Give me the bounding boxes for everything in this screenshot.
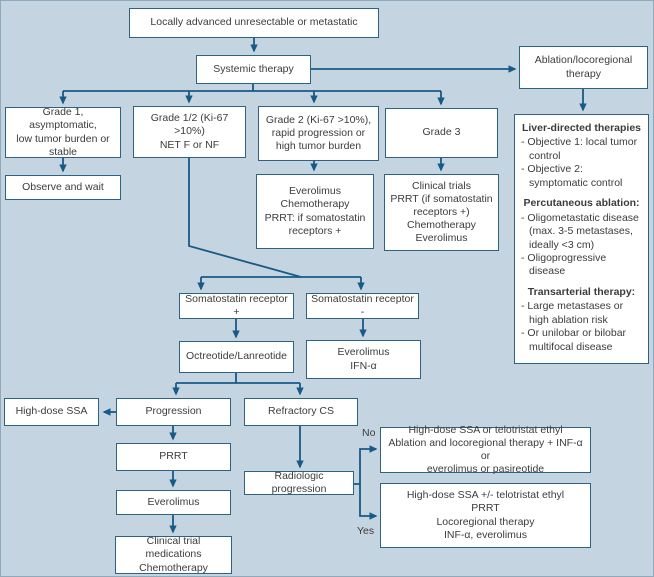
percutaneous-item-2: - Oligoprogressive disease xyxy=(521,251,607,278)
percutaneous-item-1: - Oligometastatic disease (max. 3-5 meta… xyxy=(521,211,639,251)
node-grade2-treatment: Everolimus Chemotherapy PRRT: if somatos… xyxy=(256,174,374,249)
node-grade3-treatment: Clinical trials PRRT (if somatostatin re… xyxy=(384,174,499,251)
node-somatostatin-receptor-positive: Somatostatin receptor + xyxy=(179,293,294,319)
node-grade1: Grade 1, asymptomatic, low tumor burden … xyxy=(5,106,121,158)
percutaneous-ablation-heading: Percutaneous ablation: xyxy=(523,197,640,210)
transarterial-item-1: - Large metastases or high ablation risk xyxy=(521,300,624,326)
node-observe-and-wait: Observe and wait xyxy=(5,175,121,200)
liver-directed-panel: Liver-directed therapies - Objective 1: … xyxy=(514,114,649,364)
transarterial-heading: Transarterial therapy: xyxy=(527,285,636,298)
branch-label-yes: Yes xyxy=(357,525,375,537)
node-refractory-cs: Refractory CS xyxy=(244,398,358,426)
node-grade12: Grade 1/2 (Ki-67 >10%) NET F or NF xyxy=(133,106,246,158)
liver-objective-2: - Objective 2: symptomatic control xyxy=(521,163,623,189)
node-systemic-therapy: Systemic therapy xyxy=(196,55,311,84)
node-octreotide-lanreotide: Octreotide/Lanreotide xyxy=(179,341,294,373)
node-grade3: Grade 3 xyxy=(385,108,498,158)
node-high-dose-ssa: High-dose SSA xyxy=(4,398,99,426)
node-yes-outcome: High-dose SSA +/- telotristat ethyl PRRT… xyxy=(380,483,591,548)
node-radiologic-progression: Radiologic progression xyxy=(244,470,354,495)
edge-grade12-diagonal xyxy=(188,158,302,278)
node-ablation-locoregional: Ablation/locoregional therapy xyxy=(519,46,648,89)
edge-radiologic-yes xyxy=(359,484,378,520)
node-no-outcome: High-dose SSA or telotristat ethyl Ablat… xyxy=(380,424,591,475)
node-root: Locally advanced unresectable or metasta… xyxy=(129,8,379,38)
node-clinical-trial-medications: Clinical trial medications Chemotherapy xyxy=(115,535,232,574)
node-grade2: Grade 2 (Ki-67 >10%), rapid progression … xyxy=(258,106,379,161)
transarterial-item-2: - Or unilobar or bilobar multifocal dise… xyxy=(521,327,627,353)
edge-radiologic-no xyxy=(354,445,378,485)
branch-label-no: No xyxy=(362,427,376,439)
liver-objective-1: - Objective 1: local tumor control xyxy=(521,136,638,162)
liver-panel-title: Liver-directed therapies xyxy=(521,122,642,134)
node-somatostatin-receptor-negative: Somatostatin receptor - xyxy=(306,293,419,319)
node-everolimus-ifn: Everolimus IFN-α xyxy=(306,340,421,379)
node-progression: Progression xyxy=(116,398,231,426)
node-everolimus: Everolimus xyxy=(116,490,231,515)
node-prrt: PRRT xyxy=(116,443,231,471)
